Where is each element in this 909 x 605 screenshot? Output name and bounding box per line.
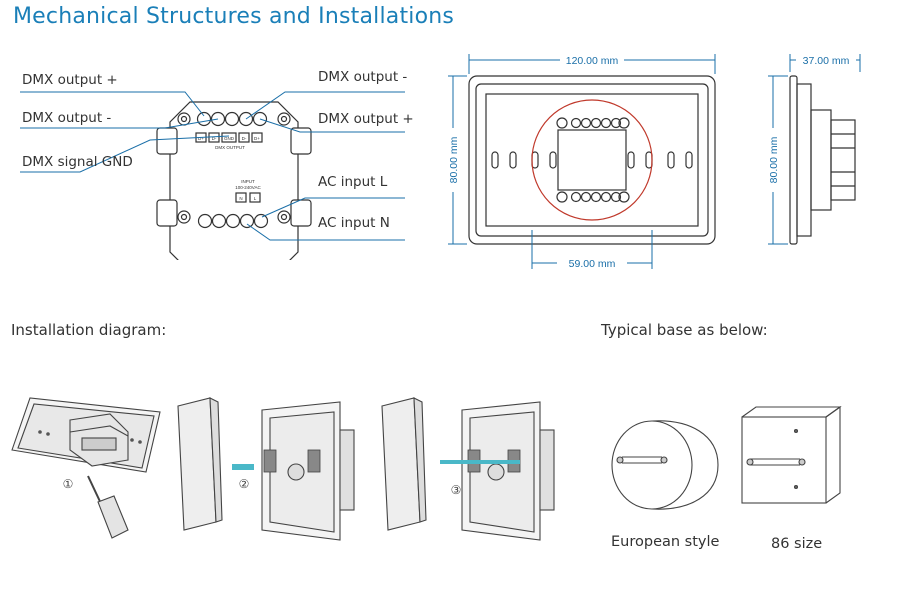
step1-panel [11,397,161,473]
label-dmx-output-plus-right: DMX output + [318,111,414,127]
installation-diagram: ① ② ③ [11,397,555,541]
dim-inner-width: 59.00 mm [569,258,616,270]
input-voltage: 100-240VAC [235,185,261,190]
installation-heading: Installation diagram: [11,321,167,339]
terminal-label: GND [224,136,235,141]
label-ac-input-n: AC input N [318,215,390,231]
label-dmx-output-minus: DMX output - [22,110,112,126]
input-label: INPUT [241,179,255,184]
step2-base-frame [261,401,355,541]
label-dmx-output-plus: DMX output + [22,72,118,88]
step3-base-frame [461,401,555,541]
input-terminal: L [254,196,257,201]
step1-marker: ① [63,477,74,491]
base-caption-86: 86 size [771,536,823,552]
screw-arrow-icon [440,460,520,464]
square-box-icon [741,405,842,504]
base-heading: Typical base as below: [601,321,768,339]
wiring-diagram: D+ D- GND D- D+ DMX OUTPUT INPUT 100-240… [20,91,405,260]
screwdriver-icon [87,475,129,539]
dim-depth: 37.00 mm [803,55,850,67]
label-dmx-signal-gnd: DMX signal GND [22,154,133,170]
terminal-label: D- [212,136,217,141]
panel-outline [468,75,716,245]
dim-width: 120.00 mm [566,55,619,67]
european-box-icon [611,420,719,510]
terminal-group-label: DMX OUTPUT [215,145,245,150]
front-dimension-drawing: 120.00 mm 59.00 mm 80.00 mm [446,53,716,270]
side-dimension-drawing: 37.00 mm 80.00 mm [766,53,861,245]
step3-marker: ③ [451,483,462,497]
step2-marker: ② [239,477,250,491]
dim-side-height: 80.00 mm [768,136,780,183]
mounting-circle [531,99,653,221]
label-ac-input-l: AC input L [318,174,388,190]
input-terminal: N [239,196,242,201]
base-illustrations [611,405,842,510]
arrow-icon [232,464,254,470]
terminal-label: D+ [198,136,204,141]
step2-glass-panel [177,397,223,531]
label-dmx-output-minus-right: DMX output - [318,69,408,85]
terminal-label: D- [242,136,247,141]
base-caption-european: European style [611,534,720,550]
page-title: Mechanical Structures and Installations [13,4,455,29]
terminal-label: D+ [254,136,260,141]
step3-glass-panel [381,397,427,531]
dim-height: 80.00 mm [448,136,460,183]
